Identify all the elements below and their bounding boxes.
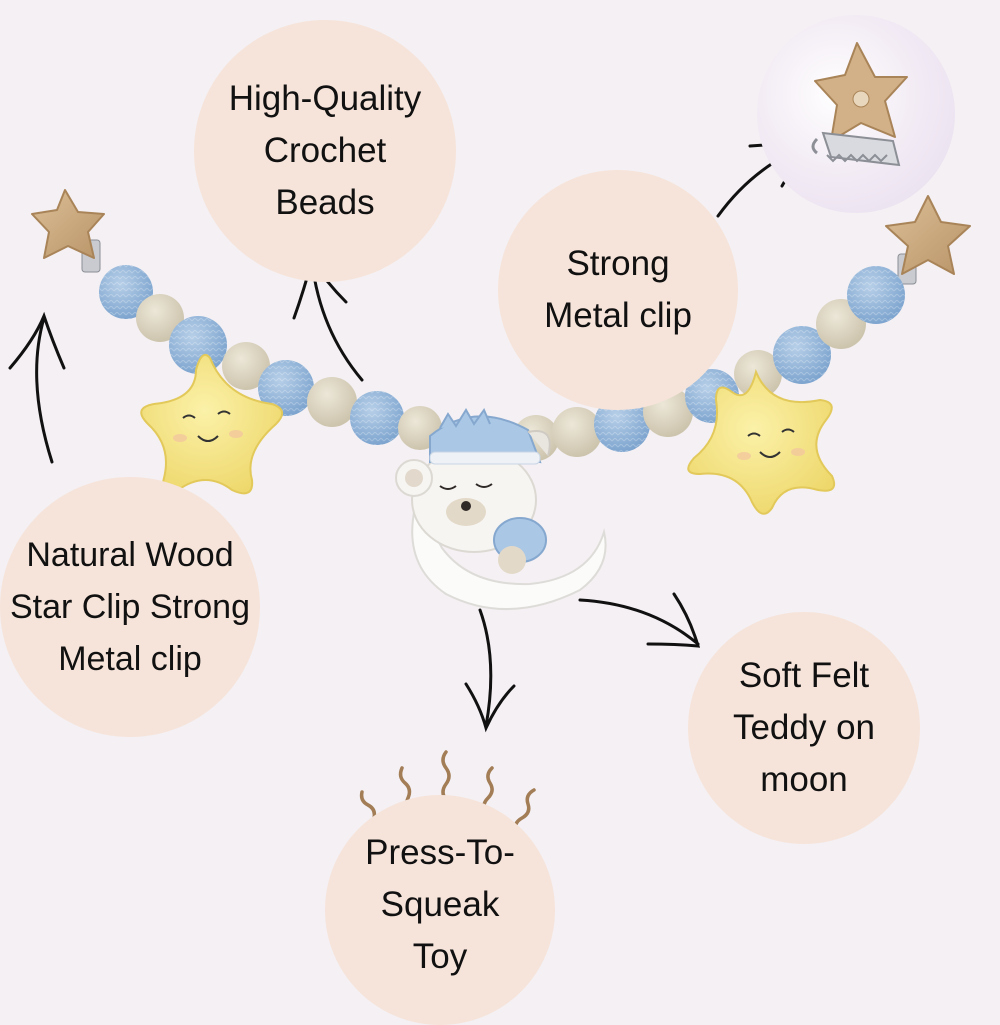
callout-crochet-beads-text: High-Quality Crochet Beads xyxy=(228,79,422,222)
callout-metal-clip-text: Strong Metal clip xyxy=(544,244,692,335)
callout-metal-clip: Strong Metal clip xyxy=(498,170,738,410)
right-wood-star-clip xyxy=(885,195,971,285)
callout-felt-teddy: Soft Felt Teddy on moon xyxy=(688,612,920,844)
metal-clip-photo xyxy=(757,15,955,213)
product-photo xyxy=(8,140,971,834)
left-wood-star-clip xyxy=(31,189,105,273)
callout-felt-teddy-text: Soft Felt Teddy on moon xyxy=(732,656,876,799)
callout-crochet-beads: High-Quality Crochet Beads xyxy=(194,20,456,282)
callout-wood-star-clip: Natural Wood Star Clip Strong Metal clip xyxy=(0,477,260,737)
teddy-on-moon xyxy=(395,407,607,611)
arrow-to-wood-star xyxy=(8,311,66,464)
callout-squeak-toy: Press-To-Squeak Toy xyxy=(325,795,555,1025)
crochet-bead-chain xyxy=(99,265,905,461)
arrow-to-teddy xyxy=(578,592,701,648)
arrow-to-squeak xyxy=(464,608,516,733)
callout-squeak-toy-text: Press-To-Squeak Toy xyxy=(365,833,515,976)
right-felt-star xyxy=(687,368,836,515)
wood-star-clip-icon xyxy=(811,42,908,167)
callout-wood-star-clip-text: Natural Wood Star Clip Strong Metal clip xyxy=(10,536,250,678)
